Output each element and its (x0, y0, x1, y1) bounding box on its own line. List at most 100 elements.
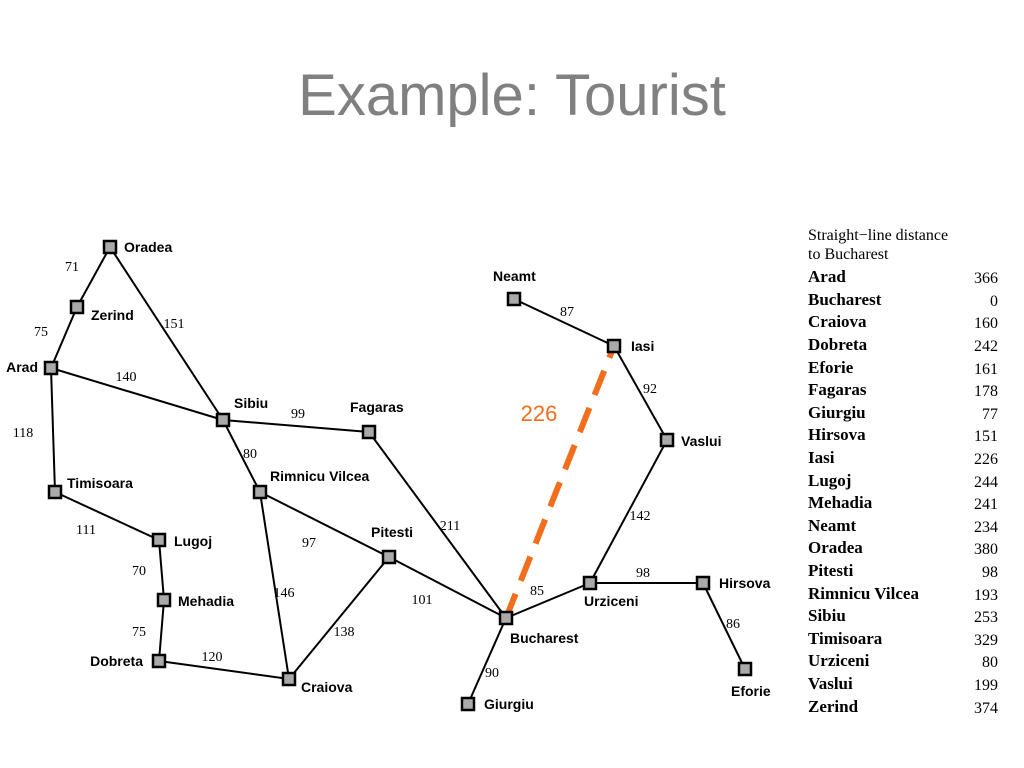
table-row-city: Craiova (808, 312, 867, 332)
city-label-fagaras: Fagaras (350, 399, 404, 415)
city-node-pitesti (381, 549, 397, 565)
table-row-distance: 329 (974, 631, 998, 649)
road-zerind-arad (50, 306, 78, 369)
road-vaslui-iasi (613, 345, 668, 441)
road-distance-label: 118 (13, 426, 33, 441)
road-bucharest-urziceni (505, 582, 591, 619)
city-label-neamt: Neamt (493, 268, 536, 284)
road-distance-label: 87 (560, 305, 574, 320)
table-row-distance: 226 (974, 451, 998, 469)
table-row-city: Mehadia (808, 493, 873, 513)
table-row-distance: 380 (974, 541, 998, 559)
table-title: Straight−line distance to Bucharest (808, 226, 998, 264)
straight-line-distance-table: Straight−line distance to Bucharest Arad… (808, 226, 998, 718)
road-distance-label: 70 (132, 564, 146, 579)
road-distance-label: 140 (116, 370, 137, 385)
table-row-distance: 160 (974, 315, 998, 333)
straight-line-estimate (503, 344, 617, 620)
table-row: Craiova 160 (808, 311, 998, 334)
table-row-city: Hirsova (808, 425, 866, 445)
city-label-zerind: Zerind (91, 307, 134, 323)
table-row-distance: 374 (974, 699, 998, 717)
road-distance-label: 138 (334, 625, 355, 640)
city-label-hirsova: Hirsova (719, 575, 771, 591)
road-oradea-zerind (76, 246, 111, 308)
road-hirsova-eforie (702, 582, 746, 670)
city-node-zerind (69, 299, 85, 315)
road-distance-label: 142 (630, 509, 651, 524)
city-node-fagaras (361, 424, 377, 440)
road-distance-label: 92 (643, 382, 657, 397)
road-distance-label: 85 (530, 584, 544, 599)
road-pitesti-bucharest (388, 556, 507, 619)
city-node-mehadia (156, 592, 172, 608)
city-label-craiova: Craiova (301, 679, 353, 695)
road-dobreta-craiova (158, 660, 290, 680)
city-node-vaslui (659, 432, 675, 448)
city-node-giurgiu (460, 696, 476, 712)
road-distance-label: 211 (440, 519, 460, 534)
table-row-city: Oradea (808, 538, 863, 558)
road-oradea-sibiu (109, 246, 224, 421)
city-label-iasi: Iasi (631, 338, 654, 354)
city-node-sibiu (215, 412, 231, 428)
city-label-dobreta: Dobreta (90, 653, 143, 669)
table-row-city: Urziceni (808, 651, 870, 671)
table-row: Oradea 380 (808, 537, 998, 560)
city-node-craiova (281, 671, 297, 687)
city-label-mehadia: Mehadia (178, 593, 234, 609)
table-row-city: Giurgiu (808, 402, 866, 422)
table-row-city: Sibiu (808, 606, 846, 626)
road-lugoj-mehadia (158, 539, 165, 601)
road-distance-label: 120 (202, 650, 223, 665)
road-mehadia-dobreta (158, 599, 165, 662)
city-label-timisoara: Timisoara (67, 475, 133, 491)
city-label-rimnicu-vilcea: Rimnicu Vilcea (270, 468, 370, 484)
road-rimnicu-vilcea-pitesti (259, 491, 390, 558)
road-distance-label: 97 (302, 536, 316, 551)
road-distance-label: 71 (65, 260, 79, 275)
table-row-city: Vaslui (808, 673, 853, 693)
table-row-distance: 241 (974, 496, 998, 514)
table-row: Zerind 374 (808, 695, 998, 718)
table-row-distance: 151 (974, 428, 998, 446)
city-label-vaslui: Vaslui (681, 433, 721, 449)
table-row-city: Dobreta (808, 335, 868, 355)
city-label-urziceni: Urziceni (584, 593, 638, 609)
road-sibiu-rimnicu-vilcea (222, 419, 261, 493)
road-distance-label: 111 (76, 523, 96, 538)
road-sibiu-fagaras (222, 419, 370, 433)
table-row-city: Fagaras (808, 380, 867, 400)
road-bucharest-giurgiu (467, 617, 507, 705)
table-row-distance: 234 (974, 518, 998, 536)
table-row-city: Eforie (808, 357, 854, 377)
city-node-dobreta (151, 653, 167, 669)
table-row-city: Bucharest (808, 289, 882, 309)
road-distance-label: 80 (243, 447, 257, 462)
table-row-distance: 253 (974, 609, 998, 627)
table-row-city: Zerind (808, 696, 859, 716)
city-node-oradea (102, 239, 118, 255)
road-craiova-pitesti (288, 556, 390, 680)
city-label-bucharest: Bucharest (510, 630, 579, 646)
slide-title: Example: Tourist (298, 63, 726, 128)
straight-line-estimate-label: 226 (521, 401, 558, 426)
table-row: Sibiu 253 (808, 605, 998, 628)
road-fagaras-bucharest (368, 431, 507, 619)
road-arad-sibiu (50, 367, 224, 421)
road-rimnicu-vilcea-craiova (259, 491, 290, 680)
table-row-distance: 0 (990, 292, 998, 310)
road-distance-label: 75 (132, 625, 146, 640)
road-distance-label: 146 (274, 586, 295, 601)
city-node-eforie (737, 661, 753, 677)
